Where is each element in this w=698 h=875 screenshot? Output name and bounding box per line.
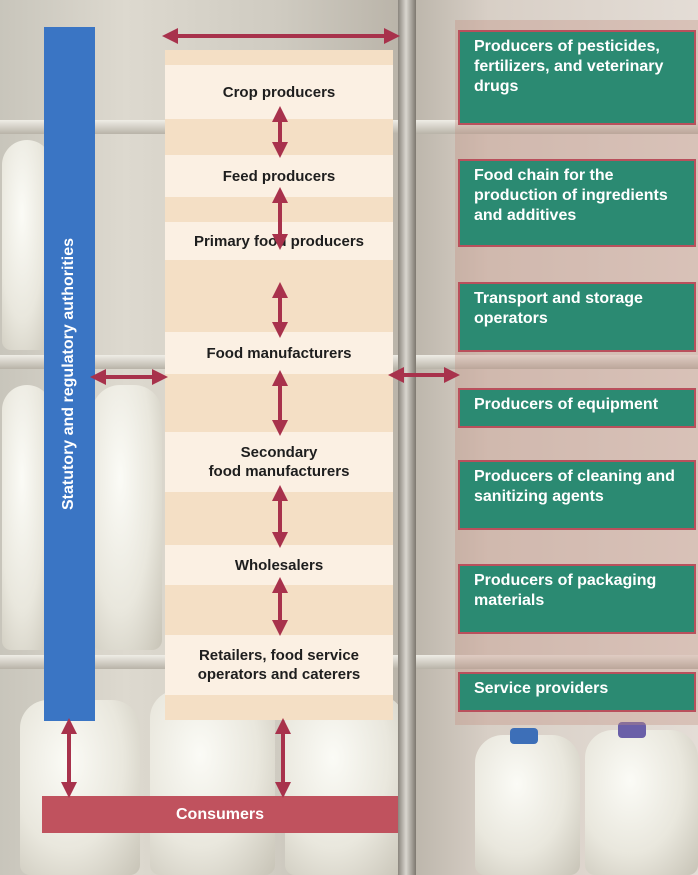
related-org-pesticides: Producers of pesticides, fertilizers, an… [458,30,696,125]
milk-bottle [2,140,52,350]
chain-step-wholesalers: Wholesalers [234,556,324,574]
consumers-label: Consumers [175,805,265,823]
bottle-cap [510,728,538,744]
chain-step-retailers: Retailers, food service operators and ca… [197,647,361,683]
milk-jug [150,690,275,875]
consumers-bar: Consumers [42,796,398,833]
milk-jug [475,735,580,875]
milk-bottle [2,385,52,650]
authorities-bar [44,27,95,721]
milk-bottle [92,385,162,650]
chain-step-crop-producers: Crop producers [222,83,336,101]
related-org-ingredients: Food chain for the production of ingredi… [458,159,696,247]
related-org-service-providers: Service providers [458,672,696,712]
milk-jug [285,695,405,875]
fridge-door-frame [398,0,416,875]
bottle-cap [618,722,646,738]
chain-step-feed-producers: Feed producers [222,167,336,185]
chain-step-food-manufacturers: Food manufacturers [206,344,352,362]
related-org-cleaning: Producers of cleaning and sanitizing age… [458,460,696,530]
milk-jug [585,730,698,875]
chain-step-secondary-food-manufacturers: Secondary food manufacturers [208,444,350,480]
milk-jug [20,700,140,875]
related-org-equipment: Producers of equipment [458,388,696,428]
related-org-transport: Transport and storage operators [458,282,696,352]
related-org-packaging: Producers of packaging materials [458,564,696,634]
